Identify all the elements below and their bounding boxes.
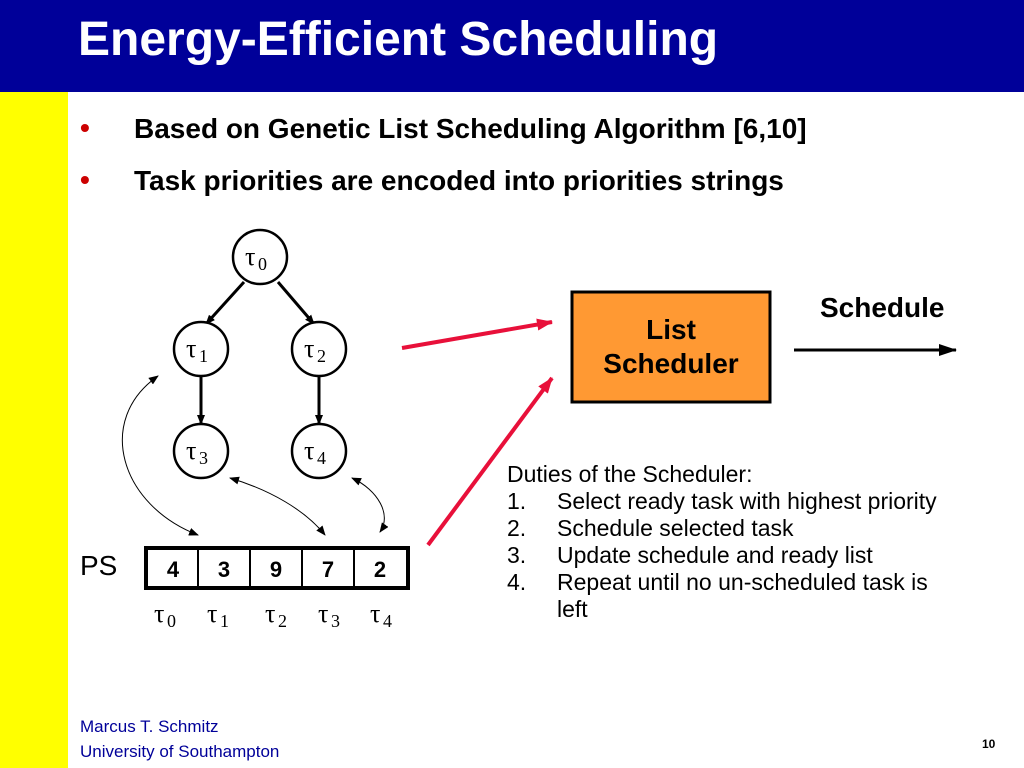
box-line-1: List <box>646 314 696 345</box>
priority-cell: 2 <box>374 557 386 582</box>
task-symbol: τ <box>207 599 217 628</box>
task-subscript: 4 <box>317 448 326 468</box>
bullet-marker: • <box>80 164 90 195</box>
input-arrow-graph <box>401 318 553 350</box>
task-subscript: 2 <box>278 611 287 631</box>
task-subscript: 3 <box>199 448 208 468</box>
ps-label: PS <box>80 550 118 581</box>
task-symbol: τ <box>245 242 255 271</box>
priority-string-table: 4 3 9 7 2 <box>144 546 410 590</box>
priority-cell: 7 <box>322 557 334 582</box>
task-subscript: 2 <box>317 346 326 366</box>
box-line-2: Scheduler <box>603 348 739 379</box>
list-scheduler-box <box>570 290 772 404</box>
task-symbol: τ <box>304 334 314 363</box>
duty-text: Repeat until no un-scheduled task is lef… <box>557 569 928 622</box>
duty-number: 4. <box>507 569 527 595</box>
task-symbol: τ <box>265 599 275 628</box>
task-node-t4: τ 4 <box>290 422 348 480</box>
graph-edge-t0-t2 <box>276 281 316 325</box>
duty-item: 4. Repeat until no un-scheduled task is … <box>507 569 957 623</box>
slide-title: Energy-Efficient Scheduling <box>78 13 719 66</box>
priority-cell: 3 <box>218 557 230 582</box>
bullet-text: Based on Genetic List Scheduling Algorit… <box>134 113 807 144</box>
duty-number: 3. <box>507 542 527 568</box>
task-node-t2: τ 2 <box>290 320 348 378</box>
task-label-t0: τ 0 <box>154 599 176 631</box>
duty-number: 2. <box>507 515 527 541</box>
task-subscript: 1 <box>199 346 208 366</box>
input-arrow-priority <box>426 376 554 547</box>
footer: Marcus T. Schmitz University of Southamp… <box>80 714 279 764</box>
graph-edge-t0-t1 <box>204 280 246 326</box>
task-label-t1: τ 1 <box>207 599 229 631</box>
duty-text: Select ready task with highest priority <box>557 488 937 514</box>
duty-item: 2. Schedule selected task <box>507 515 957 542</box>
duty-text: Update schedule and ready list <box>557 542 873 568</box>
task-symbol: τ <box>318 599 328 628</box>
footer-author: Marcus T. Schmitz <box>80 717 219 736</box>
task-subscript: 3 <box>331 611 340 631</box>
task-symbol: τ <box>304 436 314 465</box>
duty-item: 3. Update schedule and ready list <box>507 542 957 569</box>
bullet-marker: • <box>80 112 90 143</box>
footer-institution: University of Southampton <box>80 742 280 761</box>
task-symbol: τ <box>186 436 196 465</box>
task-node-t3: τ 3 <box>172 422 230 480</box>
side-bar <box>0 92 68 768</box>
bullet-text: Task priorities are encoded into priorit… <box>134 165 784 196</box>
task-label-t2: τ 2 <box>265 599 287 631</box>
mapping-arrow-t1 <box>121 375 199 536</box>
task-label-t4: τ 4 <box>370 599 392 631</box>
priority-cell: 9 <box>270 557 282 582</box>
duty-number: 1. <box>507 488 527 514</box>
task-symbol: τ <box>154 599 164 628</box>
duties-heading: Duties of the Scheduler: <box>507 461 753 487</box>
task-node-t1: τ 1 <box>172 320 230 378</box>
duties-list: Duties of the Scheduler: 1. Select ready… <box>507 461 957 623</box>
task-symbol: τ <box>186 334 196 363</box>
priority-cell: 4 <box>167 557 180 582</box>
task-subscript: 1 <box>220 611 229 631</box>
task-subscript: 4 <box>383 611 392 631</box>
duty-item: 1. Select ready task with highest priori… <box>507 488 957 515</box>
mapping-arrow-t3 <box>229 476 326 536</box>
mapping-arrow-t4 <box>351 477 389 533</box>
task-node-t0: τ 0 <box>231 228 289 286</box>
title-bar <box>0 0 1024 92</box>
page-number: 10 <box>982 737 996 751</box>
task-subscript: 0 <box>167 611 176 631</box>
task-subscript: 0 <box>258 254 267 274</box>
list-scheduler-label: List Scheduler <box>572 292 770 402</box>
task-label-t3: τ 3 <box>318 599 340 631</box>
duty-text: Schedule selected task <box>557 515 794 541</box>
task-symbol: τ <box>370 599 380 628</box>
schedule-label: Schedule <box>820 292 945 323</box>
